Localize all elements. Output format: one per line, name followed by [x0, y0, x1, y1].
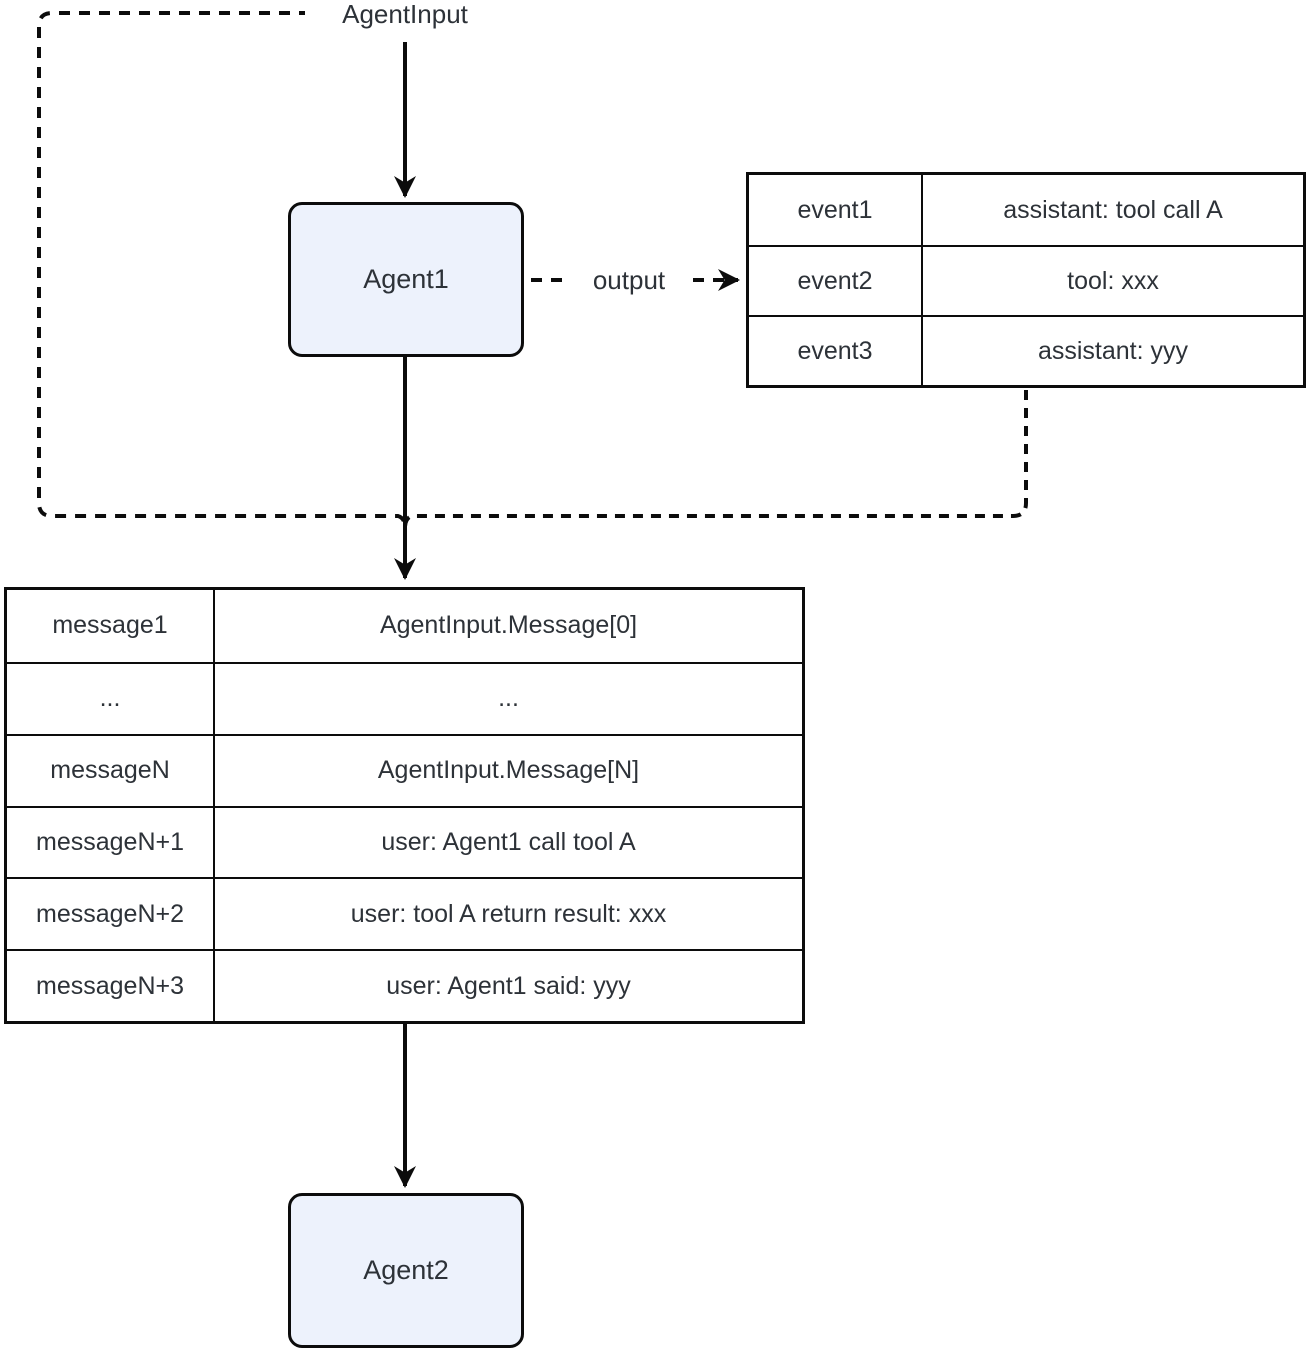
message-value-cell: user: Agent1 said: yyy — [213, 949, 802, 1021]
event-key-cell: event3 — [749, 315, 921, 385]
agent2-node-label: Agent2 — [363, 1255, 449, 1285]
agent1-node: Agent1 — [288, 202, 524, 357]
message-key-cell: messageN — [7, 733, 213, 806]
event-value-cell: assistant: tool call A — [921, 175, 1303, 245]
agentinput-label: AgentInput — [305, 0, 505, 30]
message-key-cell: message1 — [52, 611, 168, 640]
message-key-cell: ... — [7, 661, 213, 734]
event-value-cell: tool: xxx — [921, 245, 1303, 315]
event-key-cell: event2 — [749, 245, 921, 315]
message-value-cell: user: tool A return result: xxx — [213, 877, 802, 950]
event-table: event1 assistant: tool call A event2 too… — [746, 172, 1306, 388]
message-table: message1 AgentInput.Message[0] ... ... m… — [4, 587, 805, 1024]
event-value-cell: assistant: yyy — [921, 315, 1303, 385]
event-output-return-dashed-line — [403, 390, 1028, 529]
message-key-cell: messageN+2 — [7, 877, 213, 949]
message-key-cell: messageN+3 — [7, 949, 213, 1021]
message-value-cell: user: Agent1 call tool A — [213, 805, 802, 878]
message-value-cell: ... — [213, 661, 802, 734]
message-value-cell: AgentInput.Message[N] — [213, 733, 802, 806]
output-edge-label: output — [569, 263, 689, 297]
message-value-cell: AgentInput.Message[0] — [213, 590, 802, 662]
event-key-cell: event1 — [797, 195, 873, 224]
agent1-node-label: Agent1 — [363, 264, 449, 294]
agent2-node: Agent2 — [288, 1193, 524, 1348]
message-key-cell: messageN+1 — [7, 805, 213, 878]
